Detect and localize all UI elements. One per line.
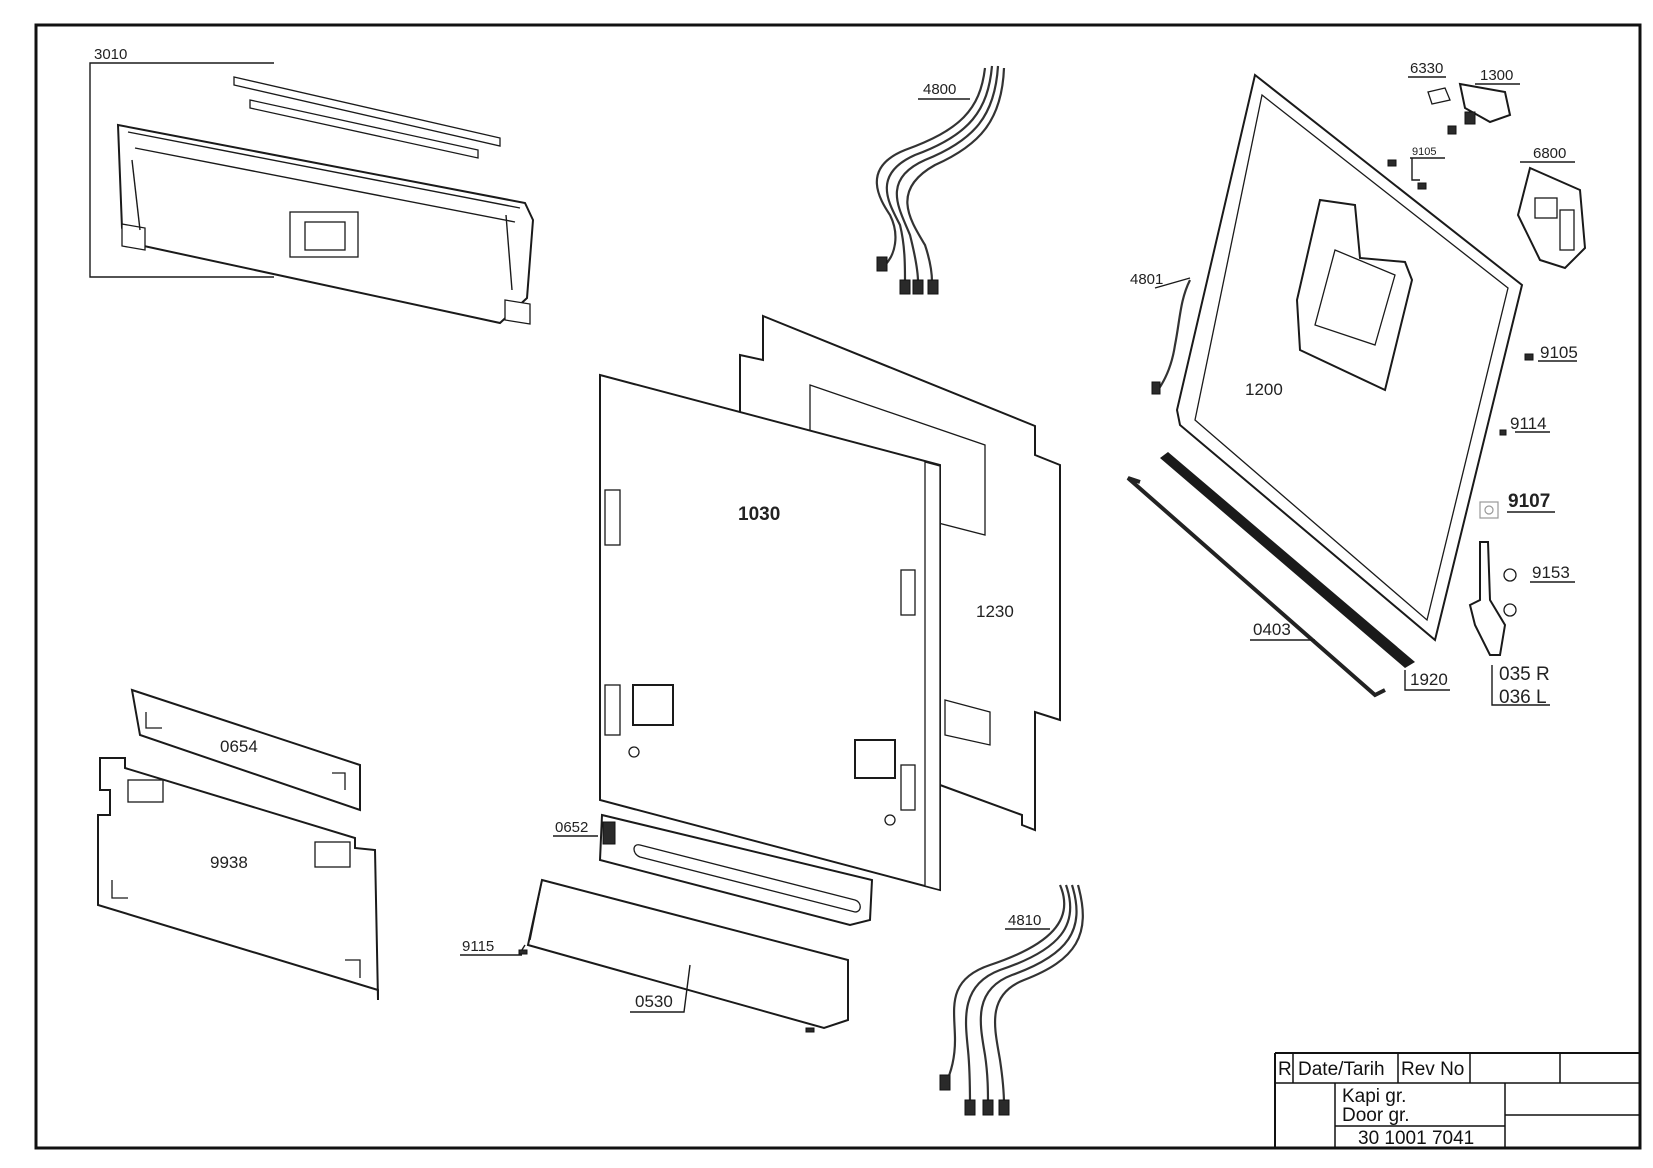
title-block-name-en: Door gr. [1342, 1105, 1410, 1126]
title-block-col-r: R [1278, 1059, 1292, 1080]
drawing-frame [34, 23, 1642, 1150]
label-6800: 6800 [1533, 145, 1566, 162]
label-0654: 0654 [220, 737, 258, 756]
cover-plate-part [130, 688, 361, 812]
label-9153: 9153 [1532, 563, 1570, 582]
label-036: 036 L [1499, 687, 1547, 708]
label-1920: 1920 [1410, 670, 1448, 689]
label-9938: 9938 [210, 853, 248, 872]
label-0530: 0530 [635, 992, 673, 1011]
bottom-strip-part [518, 878, 849, 1033]
label-9107: 9107 [1508, 491, 1550, 512]
label-1200: 1200 [1245, 380, 1283, 399]
title-block [1274, 1052, 1640, 1148]
outer-plate-part [97, 757, 379, 1001]
title-block-name-tr: Kapi gr. [1342, 1086, 1406, 1107]
label-1230: 1230 [976, 602, 1014, 621]
title-block-drawing-no: 30 1001 7041 [1358, 1128, 1474, 1149]
label-4801: 4801 [1130, 271, 1163, 288]
outer-door-part [1151, 73, 1524, 642]
label-6330: 6330 [1410, 60, 1443, 77]
label-0652: 0652 [555, 819, 588, 836]
wire-harness-top-part [875, 65, 1006, 295]
label-1300: 1300 [1480, 67, 1513, 84]
label-9115: 9115 [462, 938, 494, 955]
label-9105-right: 9105 [1540, 343, 1578, 362]
label-035: 035 R [1499, 664, 1550, 685]
screws-and-hinge-part [1468, 353, 1577, 706]
wire-harness-bottom-part [939, 884, 1084, 1116]
label-4800: 4800 [923, 81, 956, 98]
label-3010: 3010 [94, 46, 127, 63]
label-0403: 0403 [1253, 620, 1291, 639]
dispenser-part [1516, 161, 1587, 270]
title-block-col-rev: Rev No [1401, 1059, 1464, 1080]
hinge-assembly-top-part [1387, 76, 1520, 190]
title-block-col-date: Date/Tarih [1298, 1059, 1385, 1080]
label-4810: 4810 [1008, 912, 1041, 929]
inner-door-panel-part [599, 373, 941, 892]
label-9114: 9114 [1510, 414, 1547, 433]
seal-part [1160, 452, 1450, 691]
handle-part [553, 813, 874, 927]
control-panel-part [89, 62, 535, 325]
label-9105-top: 9105 [1412, 146, 1436, 158]
rod-part [1126, 476, 1386, 698]
label-1030: 1030 [738, 504, 780, 525]
